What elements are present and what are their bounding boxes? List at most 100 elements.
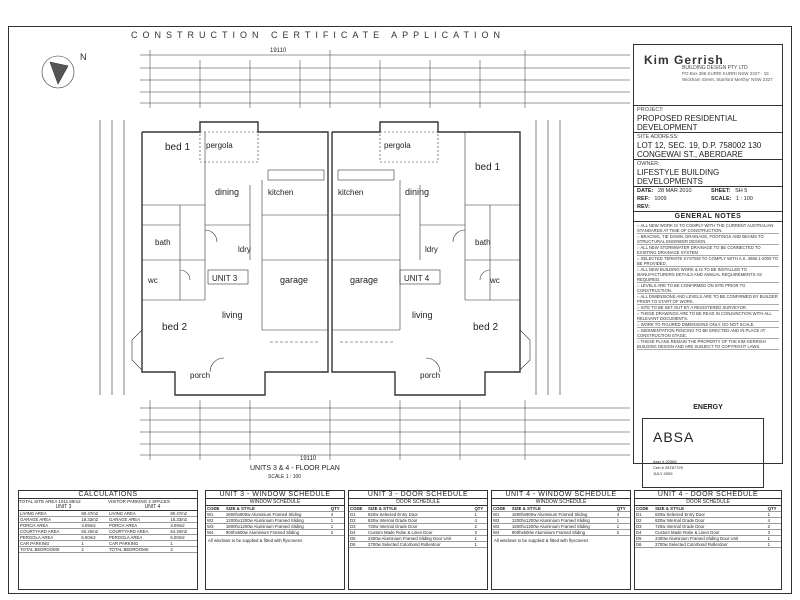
svg-text:bed 1: bed 1 bbox=[475, 162, 500, 173]
plan-title: UNITS 3 & 4 - FLOOR PLAN bbox=[250, 465, 340, 472]
plan-scale: SCALE 1 : 100 bbox=[268, 474, 302, 480]
unit3-window-schedule: UNIT 3 - WINDOW SCHEDULE WINDOW SCHEDULE… bbox=[205, 490, 345, 590]
svg-text:garage: garage bbox=[280, 275, 308, 285]
general-note-item: ○ WORK TO FIGURED DIMENSIONS ONLY. DO NO… bbox=[637, 322, 779, 328]
company-address: PO Box 386 KURRI KURRI NSW 2327 · 15 Wic… bbox=[682, 71, 773, 82]
general-note-item: ○ SEDIMENTATION FENCING TO BE ERECTED AN… bbox=[637, 328, 779, 339]
scale-value: 1 : 100 bbox=[736, 196, 753, 202]
general-note-item: ○ ALL NEW WORK IS TO COMPLY WITH THE CUR… bbox=[637, 223, 779, 234]
svg-text:porch: porch bbox=[190, 371, 210, 380]
cert-number: Cert # 28787729 bbox=[653, 465, 683, 470]
energy-title: ENERGY bbox=[693, 404, 723, 411]
svg-text:wc: wc bbox=[489, 276, 500, 285]
sheet-meta: DATE: 28 MAR 2010 SHEET: SH 5 REF: 1009 … bbox=[634, 187, 782, 212]
svg-text:bed 1: bed 1 bbox=[165, 142, 190, 153]
date-value: 28 MAR 2010 bbox=[657, 188, 692, 194]
owner-value: LIFESTYLE BUILDING DEVELOPMENTS bbox=[637, 168, 720, 186]
general-note-item: ○ ALL NEW STORMWATER DRAINAGE TO BE CONN… bbox=[637, 245, 779, 256]
svg-text:bath: bath bbox=[475, 238, 491, 247]
general-note-item: ○ SITE TO BE SET OUT BY A REGISTERED SUR… bbox=[637, 305, 779, 311]
ref-value: 1009 bbox=[654, 196, 667, 202]
svg-text:pergola: pergola bbox=[384, 141, 411, 150]
site-section: SITE ADDRESS: LOT 12, SEC. 19, D.P. 7580… bbox=[634, 133, 782, 160]
company-name: Kim Gerrish bbox=[644, 53, 724, 67]
absa-stamp: ABSA Assr # 20365 Cert # 28787729 JULY 2… bbox=[642, 418, 764, 488]
general-notes-title: GENERAL NOTES bbox=[634, 212, 782, 222]
svg-text:UNIT 3: UNIT 3 bbox=[212, 274, 238, 283]
svg-text:dining: dining bbox=[215, 187, 239, 197]
title-block: Kim Gerrish BUILDING DESIGN PTY LTD PO B… bbox=[633, 44, 783, 464]
general-note-item: ○ THESE PLANS REMAIN THE PROPERTY OF THE… bbox=[637, 339, 779, 350]
svg-text:ldry: ldry bbox=[425, 245, 438, 254]
general-note-item: ○ ALL NEW BUILDING WORK & IS TO BE INSTA… bbox=[637, 267, 779, 283]
svg-text:kitchen: kitchen bbox=[338, 188, 363, 197]
svg-text:ldry: ldry bbox=[238, 245, 251, 254]
unit4-window-schedule: UNIT 4 - WINDOW SCHEDULE WINDOW SCHEDULE… bbox=[491, 490, 631, 590]
project-section: PROJECT: PROPOSED RESIDENTIAL DEVELOPMEN… bbox=[634, 106, 782, 133]
svg-text:bed 2: bed 2 bbox=[162, 322, 187, 333]
svg-text:living: living bbox=[412, 310, 433, 320]
svg-text:UNIT 4: UNIT 4 bbox=[404, 274, 430, 283]
svg-text:wc: wc bbox=[147, 276, 158, 285]
svg-text:living: living bbox=[222, 310, 243, 320]
owner-section: OWNER: LIFESTYLE BUILDING DEVELOPMENTS bbox=[634, 160, 782, 187]
svg-text:19110: 19110 bbox=[270, 48, 287, 54]
svg-text:19110: 19110 bbox=[300, 456, 317, 462]
general-note-item: ○ BRACING, TIE DOWN, DRAINAGE, FOOTINGS … bbox=[637, 234, 779, 245]
general-note-item: ○ LEVELS ARE TO BE CONFIRMED ON SITE PRI… bbox=[637, 283, 779, 294]
svg-text:bath: bath bbox=[155, 238, 171, 247]
company-subtitle: BUILDING DESIGN PTY LTD bbox=[682, 65, 748, 71]
general-note-item: ○ SELECTED TERMITE SYSTEM TO COMPLY WITH… bbox=[637, 256, 779, 267]
general-note-item: ○ THESE DRAWINGS ARE TO BE READ IN CONJU… bbox=[637, 311, 779, 322]
unit3-door-schedule: UNIT 3 - DOOR SCHEDULE DOOR SCHEDULE COD… bbox=[348, 490, 488, 590]
calculations-table: CALCULATIONS TOTAL SITE AREA 1011.58m2 U… bbox=[18, 490, 198, 590]
drawing-sheet bbox=[8, 26, 792, 594]
svg-text:kitchen: kitchen bbox=[268, 188, 293, 197]
general-note-item: ○ ALL DIMENSIONS AND LEVELS ARE TO BE CO… bbox=[637, 294, 779, 305]
company-logo: Kim Gerrish BUILDING DESIGN PTY LTD PO B… bbox=[634, 45, 782, 106]
svg-text:pergola: pergola bbox=[206, 141, 233, 150]
absa-logo: ABSA bbox=[653, 429, 695, 445]
unit4-door-schedule: UNIT 4 - DOOR SCHEDULE DOOR SCHEDULE COD… bbox=[634, 490, 782, 590]
svg-text:dining: dining bbox=[405, 187, 429, 197]
site-value: LOT 12, SEC. 19, D.P. 758002 130 CONGEWA… bbox=[637, 141, 762, 159]
svg-text:garage: garage bbox=[350, 275, 378, 285]
